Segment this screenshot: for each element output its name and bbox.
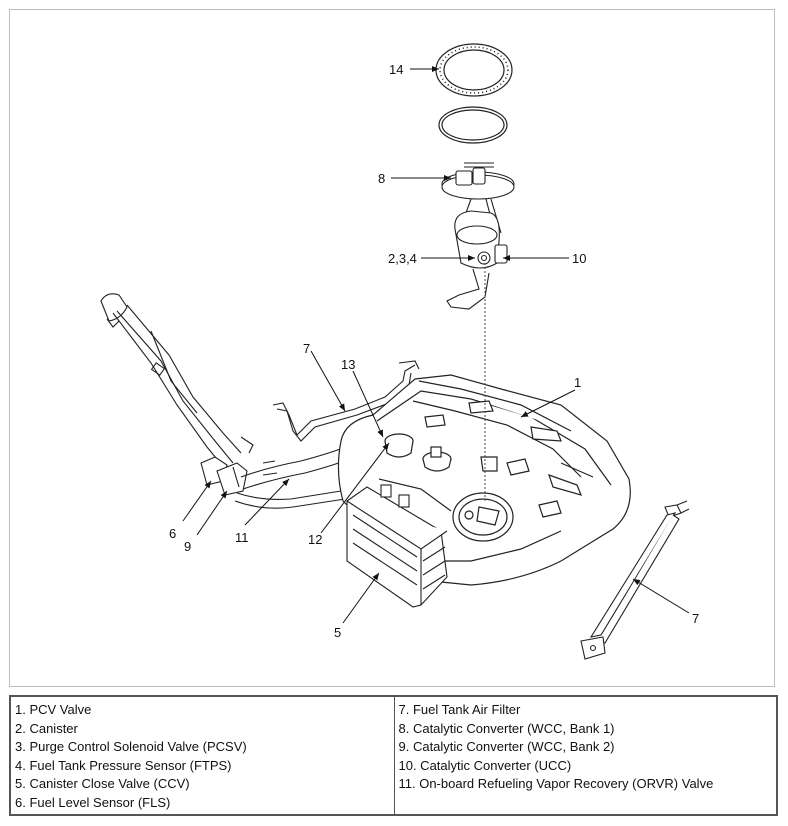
callout-13: 13 [341,357,355,372]
legend-item: 6. Fuel Level Sensor (FLS) [15,794,171,810]
filler-neck-part [100,293,254,470]
parts-legend-table: 1. PCV Valve 2. Canister 3. Purge Contro… [9,695,778,816]
gasket-ring-part [438,106,508,144]
callout-14: 14 [389,62,403,77]
callout-11: 11 [235,530,249,545]
leader-lines [182,66,690,624]
callout-10: 10 [572,251,586,266]
legend-item: 2. Canister [15,720,78,736]
legend-column-left: 1. PCV Valve 2. Canister 3. Purge Contro… [11,697,394,814]
callout-12: 12 [308,532,322,547]
callout-2-3-4: 2,3,4 [388,251,417,266]
callout-7-upper: 7 [303,341,310,356]
legend-item: 10. Catalytic Converter (UCC) [398,757,572,773]
callout-1: 1 [574,375,581,390]
legend-item: 8. Catalytic Converter (WCC, Bank 1) [398,720,615,736]
callout-8: 8 [378,171,385,186]
seal-ring-part [435,43,513,97]
fuel-pump-module-part [441,162,515,310]
legend-item: 4. Fuel Tank Pressure Sensor (FTPS) [15,757,232,773]
legend-item: 1. PCV Valve [15,702,92,717]
canister-part [346,484,448,608]
legend-item: 11. On-board Refueling Vapor Recovery (O… [398,776,714,791]
callout-6: 6 [169,526,176,541]
callout-7-lower: 7 [692,611,699,626]
legend-item: 5. Canister Close Valve (CCV) [15,776,190,791]
callout-9: 9 [184,539,191,554]
callout-labels: 14 8 2,3,4 10 7 13 1 6 9 11 12 5 7 [169,62,699,640]
exploded-diagram: 14 8 2,3,4 10 7 13 1 6 9 11 12 5 7 [9,9,775,687]
legend-item: 7. Fuel Tank Air Filter [398,702,521,717]
filler-bracket-part [200,456,248,496]
legend-column-right: 7. Fuel Tank Air Filter 8. Catalytic Con… [393,697,777,814]
callout-5: 5 [334,625,341,640]
legend-item: 3. Purge Control Solenoid Valve (PCSV) [15,739,247,754]
diagram-drawing: 14 8 2,3,4 10 7 13 1 6 9 11 12 5 7 [100,43,699,660]
legend-item: 9. Catalytic Converter (WCC, Bank 2) [398,739,615,754]
